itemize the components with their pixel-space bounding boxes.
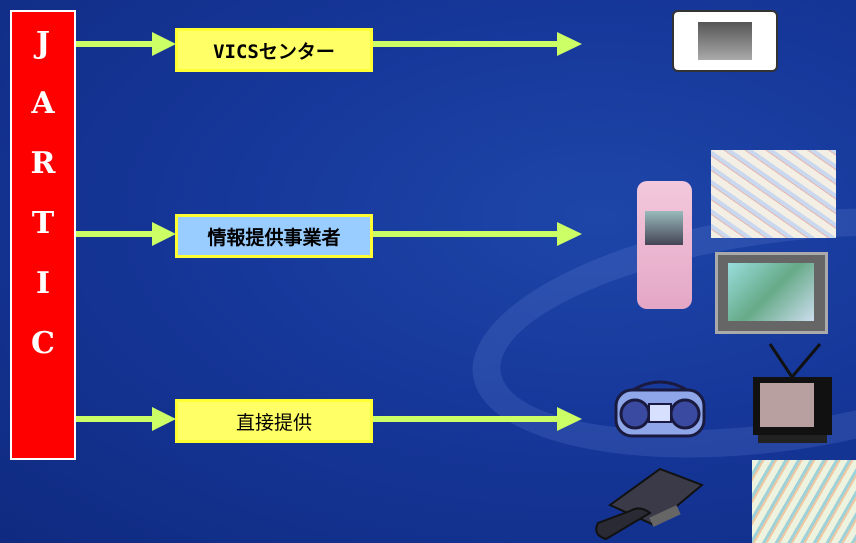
jartic-letter: T xyxy=(31,206,55,241)
jartic-letter: I xyxy=(35,266,51,301)
arrowhead-1b xyxy=(557,32,582,56)
direct-provision-label: 直接提供 xyxy=(235,411,312,434)
arrow-shaft-2a xyxy=(76,231,156,237)
arrow-shaft-3a xyxy=(76,416,156,422)
phone-screen xyxy=(645,211,683,245)
vics-center-label: VICSセンター xyxy=(213,40,335,63)
direct-provision-box: 直接提供 xyxy=(175,399,373,443)
road-map-icon xyxy=(711,150,836,238)
info-provider-box: 情報提供事業者 xyxy=(175,214,373,258)
jartic-letter: R xyxy=(30,146,56,181)
jartic-letter: A xyxy=(31,86,55,121)
arrow-shaft-3b xyxy=(373,416,561,422)
radio-cassette-icon xyxy=(614,380,706,438)
info-provider-label: 情報提供事業者 xyxy=(207,226,341,249)
vics-center-box: VICSセンター xyxy=(175,28,373,72)
jartic-letter: C xyxy=(31,326,55,361)
navi-screen xyxy=(698,22,752,60)
arrow-shaft-2b xyxy=(373,231,561,237)
monitor-map-icon xyxy=(715,252,828,334)
jartic-letter: J xyxy=(35,26,51,61)
television-icon xyxy=(753,343,832,443)
jartic-source-bar: J A R T I C xyxy=(10,10,76,460)
mobile-phone-icon xyxy=(637,181,692,309)
regional-map-icon xyxy=(752,460,856,543)
arrowhead-1a xyxy=(152,32,176,56)
telephone-icon xyxy=(595,467,704,541)
arrowhead-2a xyxy=(152,222,176,246)
car-navigation-unit-icon xyxy=(672,10,778,72)
arrowhead-3b xyxy=(557,407,582,431)
arrowhead-2b xyxy=(557,222,582,246)
arrowhead-3a xyxy=(152,407,176,431)
arrow-shaft-1a xyxy=(76,41,156,47)
monitor-screen xyxy=(728,263,814,321)
arrow-shaft-1b xyxy=(373,41,561,47)
